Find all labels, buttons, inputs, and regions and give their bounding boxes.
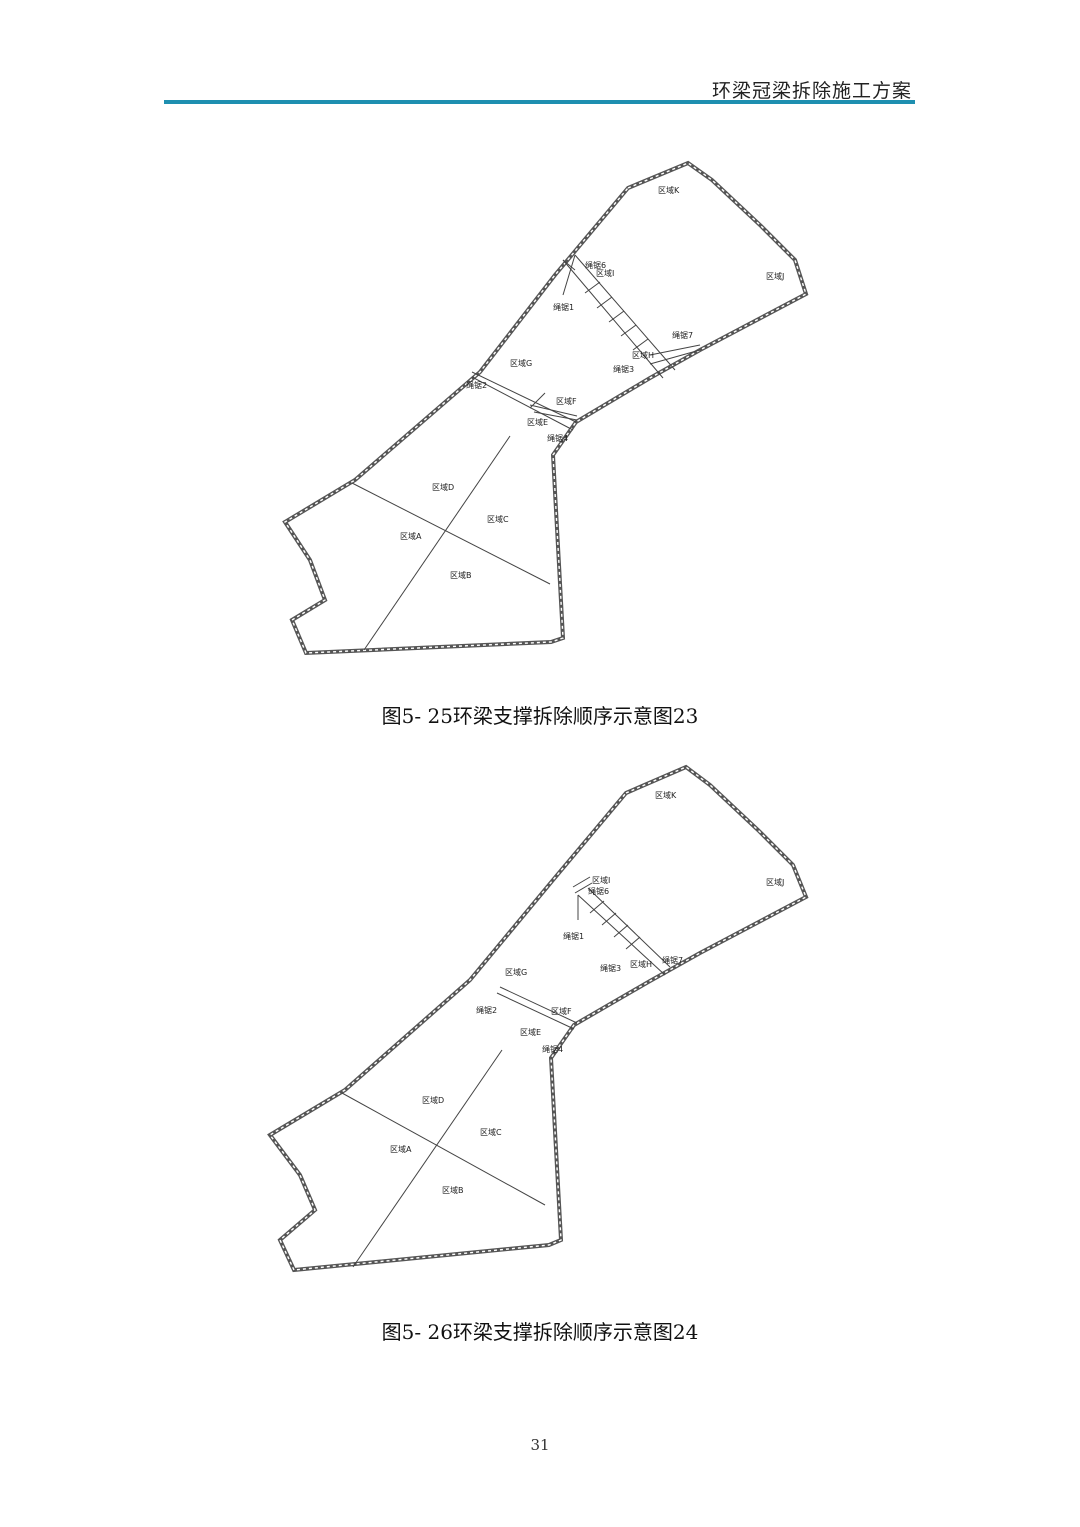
outer-boundary bbox=[267, 764, 809, 1273]
label-chain-saw-4: 绳锯4 bbox=[547, 433, 568, 443]
label-zone-k: 区域K bbox=[658, 185, 680, 195]
header-title: 环梁冠梁拆除施工方案 bbox=[711, 80, 912, 102]
label-chain-saw-1: 绳锯1 bbox=[563, 931, 584, 941]
label-chain-saw-6: 绳锯6 bbox=[588, 886, 609, 896]
label-zone-f: 区域F bbox=[556, 396, 577, 406]
figure-1: 区域K 区域J 区域I 区域H 区域G 区域F 区域E 区域D 区域C 区域A … bbox=[0, 150, 1080, 670]
label-zone-g: 区域G bbox=[510, 358, 532, 368]
figure-2-caption: 图5- 26环梁支撑拆除顺序示意图24 bbox=[381, 1320, 699, 1344]
label-chain-saw-1: 绳锯1 bbox=[553, 302, 574, 312]
figure-2: 区域K 区域J 区域I 区域H 区域G 区域F 区域E 区域D 区域C 区域A … bbox=[0, 755, 1080, 1275]
label-zone-a: 区域A bbox=[400, 531, 422, 541]
label-zone-j: 区域J bbox=[766, 271, 784, 281]
label-zone-h: 区域H bbox=[630, 959, 652, 969]
label-chain-saw-4: 绳锯4 bbox=[542, 1044, 563, 1054]
label-zone-i: 区域I bbox=[592, 875, 610, 885]
site-plan-diagram-2: 区域K 区域J 区域I 区域H 区域G 区域F 区域E 区域D 区域C 区域A … bbox=[267, 764, 809, 1273]
label-zone-g: 区域G bbox=[505, 967, 527, 977]
label-zone-e: 区域E bbox=[527, 417, 548, 427]
site-plan-diagram-1: 区域K 区域J 区域I 区域H 区域G 区域F 区域E 区域D 区域C 区域A … bbox=[282, 160, 809, 656]
label-zone-d: 区域D bbox=[422, 1095, 444, 1105]
label-zone-f: 区域F bbox=[551, 1006, 572, 1016]
label-chain-saw-2: 绳锯2 bbox=[466, 380, 487, 390]
page-number: 31 bbox=[530, 1436, 550, 1454]
label-zone-j: 区域J bbox=[766, 877, 784, 887]
label-chain-saw-3: 绳锯3 bbox=[600, 963, 621, 973]
label-chain-saw-6: 绳锯6 bbox=[585, 260, 606, 270]
label-zone-i: 区域I bbox=[596, 268, 614, 278]
support-beams bbox=[341, 876, 671, 1268]
label-chain-saw-2: 绳锯2 bbox=[476, 1005, 497, 1015]
header-rule bbox=[164, 100, 915, 104]
label-zone-a: 区域A bbox=[390, 1144, 412, 1154]
label-chain-saw-7: 绳锯7 bbox=[672, 330, 693, 340]
figure-1-caption: 图5- 25环梁支撑拆除顺序示意图23 bbox=[381, 704, 699, 728]
label-chain-saw-7: 绳锯7 bbox=[662, 955, 683, 965]
label-zone-b: 区域B bbox=[450, 570, 472, 580]
label-zone-d: 区域D bbox=[432, 482, 454, 492]
label-zone-c: 区域C bbox=[487, 514, 509, 524]
label-zone-b: 区域B bbox=[442, 1185, 464, 1195]
label-zone-h: 区域H bbox=[632, 350, 654, 360]
label-chain-saw-3: 绳锯3 bbox=[613, 364, 634, 374]
support-beams bbox=[351, 254, 701, 651]
label-zone-c: 区域C bbox=[480, 1127, 502, 1137]
label-zone-e: 区域E bbox=[520, 1027, 541, 1037]
outer-boundary bbox=[282, 160, 809, 656]
label-zone-k: 区域K bbox=[655, 790, 677, 800]
